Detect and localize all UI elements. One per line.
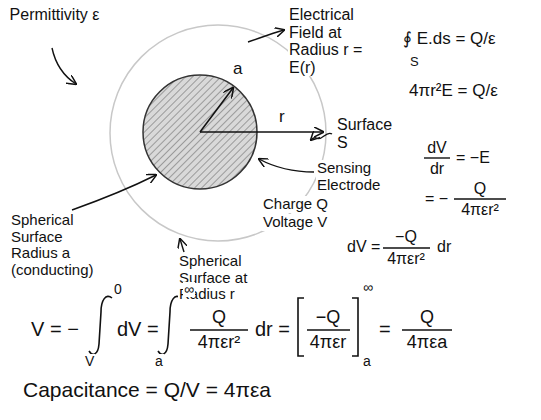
diagram-label: Q	[419, 308, 435, 328]
bracket	[352, 298, 358, 356]
diagram-label: −Q	[315, 308, 342, 328]
diagram-label: Q	[211, 308, 227, 328]
diagram-label: =	[378, 318, 392, 340]
leader-line	[180, 239, 184, 252]
diagram-label: dr =	[254, 318, 291, 340]
diagram-label: 4πεa	[406, 333, 448, 353]
diagram-label: a	[232, 60, 243, 79]
diagram-label: Spherical Surface Radius a (conducting)	[10, 212, 110, 278]
diagram-label: = −E	[455, 149, 491, 167]
diagram-label: Electrical Field at Radius r = E(r)	[288, 6, 372, 76]
fraction-bar	[454, 198, 506, 199]
diagram-label: ∞	[362, 280, 374, 295]
fraction-bar	[190, 329, 248, 330]
fraction-bar	[424, 157, 450, 158]
bracket	[298, 298, 304, 356]
diagram-label: dr	[436, 238, 452, 256]
leader-line	[259, 159, 314, 172]
diagram-label: Capacitance = Q/V = 4πεa	[22, 378, 272, 401]
integral-sign	[89, 296, 112, 354]
diagram-label: ∞	[183, 282, 195, 297]
diagram-label: r	[278, 108, 286, 127]
diagram-label: dV	[426, 139, 448, 157]
diagram-label: 4πr²E = Q/ε	[408, 82, 499, 101]
diagram-label: Sensing Electrode	[316, 160, 398, 193]
diagram-label: −Q	[394, 228, 418, 246]
radius-r-arrow	[200, 131, 323, 133]
diagram-label: 0	[113, 282, 123, 297]
diagram-label: dV =	[346, 238, 381, 256]
diagram-label: = −	[424, 190, 449, 208]
diagram-label: 4πεr²	[386, 250, 426, 268]
diagram-label: ∮ E.ds = Q/ε	[402, 30, 497, 49]
diagram-label: Q	[473, 180, 487, 198]
diagram-label: a	[362, 354, 372, 369]
diagram-label: Voltage V	[262, 214, 328, 231]
fraction-bar	[402, 329, 452, 330]
diagram-label: a	[154, 354, 164, 369]
leader-line	[248, 30, 284, 42]
diagram-label: Surface S	[336, 116, 400, 151]
radius-a-arrow	[200, 88, 233, 132]
fraction-bar	[307, 329, 350, 330]
diagram-label: S	[409, 55, 420, 69]
diagram-label: 4πεr	[309, 333, 347, 353]
leader-line	[52, 48, 76, 84]
leader-line	[72, 175, 156, 210]
diagram-label: V	[84, 354, 95, 369]
diagram-label: V = −	[30, 318, 80, 340]
diagram-label: Permittivity ε	[6, 6, 103, 24]
diagram-label: Charge Q	[262, 196, 329, 213]
diagram-label: 4πεr²	[197, 333, 241, 353]
leader-line	[311, 133, 332, 140]
diagram-label: dr	[429, 160, 445, 178]
integral-sign	[158, 296, 181, 354]
diagram-label: dV =	[116, 318, 160, 340]
fraction-bar	[383, 247, 430, 248]
diagram-label: 4πεr²	[460, 201, 500, 219]
